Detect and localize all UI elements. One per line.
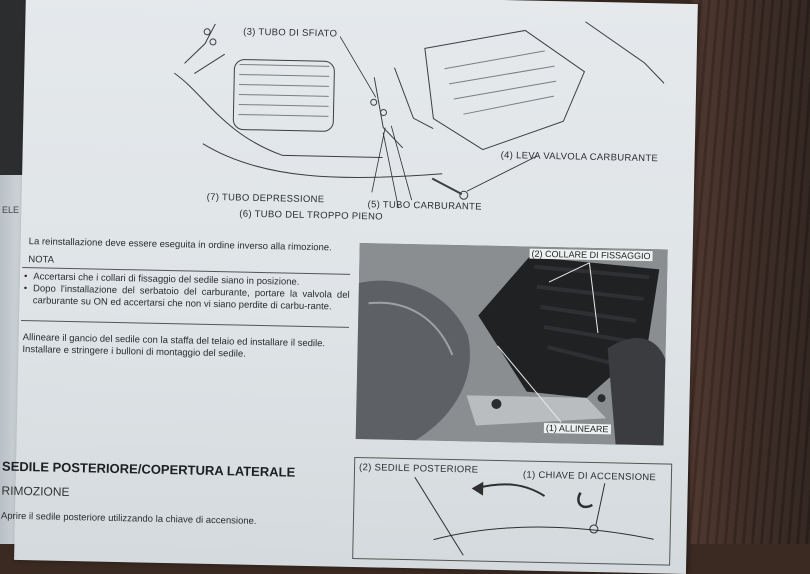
- label-tubo-troppo-pieno: (6) TUBO DEL TROPPO PIENO: [239, 208, 383, 223]
- bullet: •: [23, 271, 28, 283]
- reinstall-text: La reinstallazione deve essere eseguita …: [28, 236, 332, 254]
- align-text: Allineare il gancio del sedile con la st…: [22, 332, 326, 360]
- label-tubo-carburante: (5) TUBO CARBURANTE: [367, 199, 482, 213]
- left-page-margin-text: ELE: [2, 205, 20, 215]
- label-allineare: (1) ALLINEARE: [543, 422, 611, 435]
- nota-list: • Accertarsi che i collari di fissaggio …: [23, 271, 350, 314]
- nota-bottom-rule: [21, 319, 350, 328]
- section-body: Aprire il sedile posteriore utilizzando …: [0, 510, 257, 527]
- seat-photo-drawing: [355, 243, 668, 446]
- label-tubo-sfiato: (3) TUBO DI SFIATO: [243, 26, 338, 40]
- manual-page: (3) TUBO DI SFIATO (4) LEVA VALVOLA CARB…: [1, 0, 698, 574]
- nota-title: NOTA: [28, 254, 55, 266]
- seat-installation-photo: (2) COLLARE DI FISSAGGIO (1) ALLINEARE: [355, 243, 668, 446]
- left-page-photo: [0, 0, 26, 175]
- rear-seat-drawing: [414, 476, 654, 556]
- rear-seat-diagram-box: (2) SEDILE POSTERIORE (1) CHIAVE DI ACCE…: [352, 456, 673, 566]
- section-title: SEDILE POSTERIORE/COPERTURA LATERALE: [1, 458, 296, 480]
- section-subtitle: RIMOZIONE: [1, 483, 70, 500]
- fuel-tank-diagram: [174, 21, 665, 213]
- bullet: •: [23, 283, 28, 295]
- wooden-table: [690, 0, 810, 544]
